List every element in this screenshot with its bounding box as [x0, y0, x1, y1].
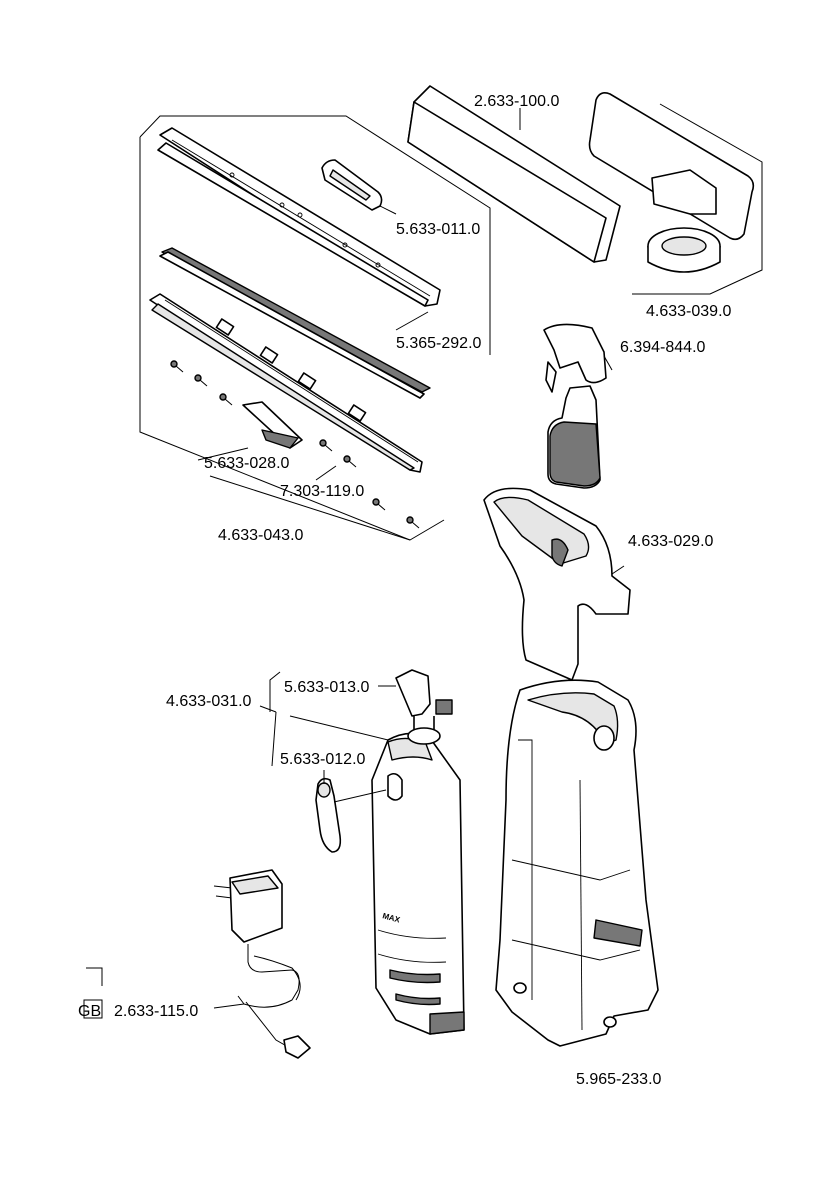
label-charger: 2.633-115.0 — [114, 1003, 198, 1020]
tank-valve-part — [396, 670, 452, 744]
screw-icon — [171, 361, 183, 372]
tank-part — [372, 733, 464, 1034]
spray-holder-part — [590, 93, 763, 294]
screw-icon — [320, 440, 332, 451]
label-spray-bottle: 6.394-844.0 — [620, 339, 706, 356]
label-tank-plug: 5.633-012.0 — [280, 751, 366, 768]
screw-icon — [373, 499, 385, 510]
label-nozzle-clip: 5.633-028.0 — [204, 455, 290, 472]
label-screw: 7.303-119.0 — [280, 483, 364, 500]
nozzle-clip-part — [243, 402, 302, 448]
label-tank-set: 4.633-031.0 — [166, 693, 252, 710]
label-tank-valve: 5.633-013.0 — [284, 679, 370, 696]
screw-icon — [220, 394, 232, 405]
housing-part — [496, 680, 658, 1046]
squeegee-rail-upper — [158, 128, 440, 306]
label-spray-holder: 4.633-039.0 — [646, 303, 732, 320]
label-housing: 5.965-233.0 — [576, 1071, 662, 1088]
label-cleaning-plate: 2.633-100.0 — [474, 93, 560, 110]
tank-plug-part — [316, 779, 340, 852]
label-nozzle-set: 4.633-043.0 — [218, 527, 304, 544]
screw-icon — [407, 517, 419, 528]
screw-icon — [344, 456, 356, 467]
label-pad-holder: 5.633-011.0 — [396, 221, 480, 238]
top-cover-part — [484, 488, 630, 680]
screw-icon — [195, 375, 207, 386]
label-blade: 5.365-292.0 — [396, 335, 482, 352]
label-top-cover: 4.633-029.0 — [628, 533, 714, 550]
pad-holder-part — [322, 160, 382, 210]
label-country-code: GB — [78, 1003, 101, 1020]
spray-bottle-part — [544, 324, 606, 488]
charger-part — [214, 870, 310, 1058]
